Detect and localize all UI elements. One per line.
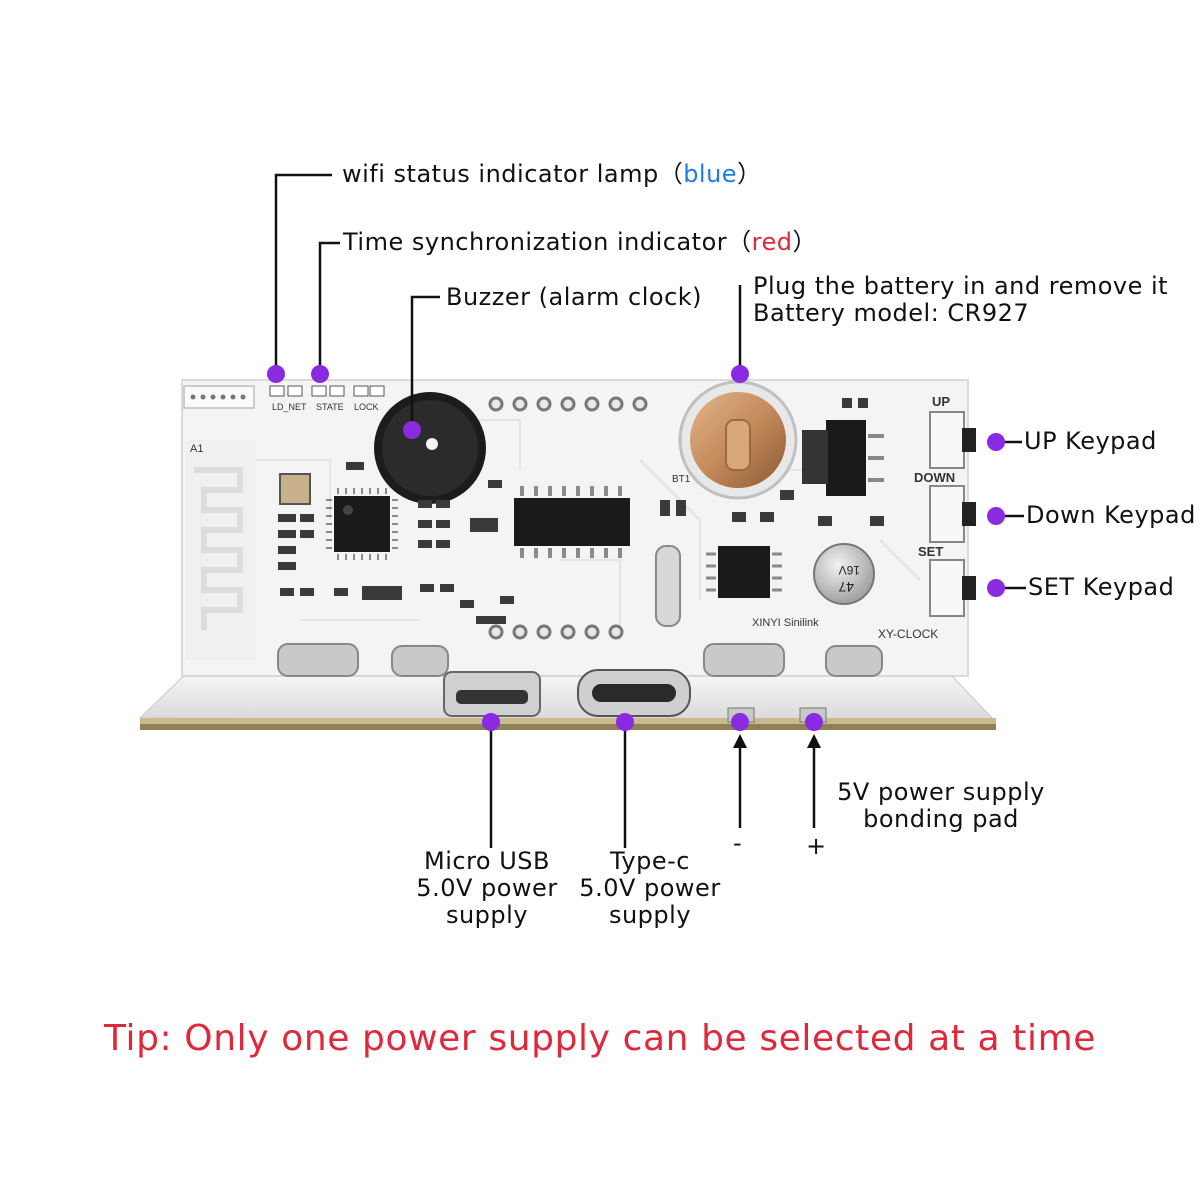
marker-micro-usb [482,713,500,731]
silk-led-net: LD_NET [272,402,307,412]
marker-set-key [987,579,1005,597]
label-buzzer: Buzzer (alarm clock) [446,283,703,311]
label-battery-line1: Plug the battery in and remove it [753,272,1169,300]
silk-brand: XINYI Sinilink [752,617,819,629]
label-battery-line2: Battery model: CR927 [753,299,1030,327]
display-header [488,396,648,640]
battery-holder: BT1 [672,380,798,500]
micro-usb-port [443,671,541,717]
type-c-port [577,669,691,717]
label-set-keypad: SET Keypad [1028,573,1175,601]
marker-down-key [987,507,1005,525]
label-type-c: Type-c 5.0V power supply [579,847,721,929]
label-5v-pad: 5V power supply bonding pad [837,778,1045,833]
silk-state: STATE [316,402,344,412]
rtc-crystal [655,545,681,627]
marker-type-c [616,713,634,731]
label-micro-usb: Micro USB 5.0V power supply [416,847,558,929]
marker-dots [267,365,1005,731]
silk-model: XY-CLOCK [878,627,938,641]
label-time-sync-indicator: Time synchronization indicator（red） [343,228,817,256]
wifi-chip [326,488,398,560]
leader-lines [274,173,1026,848]
marker-minus-pad [731,713,749,731]
marker-up-key [987,433,1005,451]
label-red: red [751,228,793,256]
arrow-heads [733,734,821,748]
silk-up: UP [932,394,950,409]
marker-plus-pad [805,713,823,731]
rtc-chip [706,546,782,598]
label-down-keypad: Down Keypad [1026,501,1196,529]
marker-wifi-led [267,365,285,383]
marker-buzzer [403,421,421,439]
svg-text:A1: A1 [190,443,203,455]
silk-lock: LOCK [354,402,379,412]
cap-text-47: 47 [838,579,854,595]
tip-text: Tip: Only one power supply can be select… [103,1018,1096,1059]
led-pads [269,385,385,397]
silk-set: SET [918,544,943,559]
regulator [802,420,884,496]
label-minus: - [733,829,743,857]
solder-joints [277,643,883,677]
label-up-keypad: UP Keypad [1024,427,1157,455]
key-connectors [929,411,976,617]
buzzer [374,392,486,504]
label-wifi-indicator: wifi status indicator lamp（blue） [342,160,762,188]
electrolytic-capacitor: 47 16V [813,543,875,605]
driver-ic [514,486,630,558]
bottom-pcb [138,671,998,730]
marker-sync-led [311,365,329,383]
silk-down: DOWN [914,470,955,485]
silk-bt1: BT1 [672,474,691,485]
marker-battery [731,365,749,383]
label-blue: blue [683,160,738,188]
main-pcb: A1 LD_NET STATE LOCK [181,379,976,677]
cap-text-16v: 16V [839,563,860,577]
label-plus: + [806,832,827,860]
